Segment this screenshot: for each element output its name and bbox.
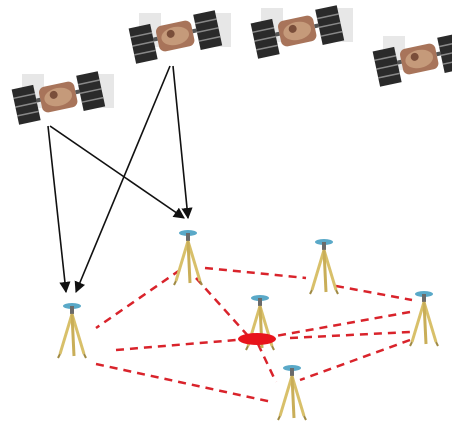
- baseline-b-a: [95, 268, 181, 330]
- tripod-receiver-icon: [308, 237, 340, 296]
- baseline-b-d: [204, 266, 307, 280]
- center-marker: [238, 333, 276, 345]
- baseline-d-e: [335, 284, 413, 302]
- signal-arrows: [47, 65, 193, 294]
- baseline-network: [95, 266, 413, 404]
- baseline-a-center: [115, 338, 237, 352]
- satellite-icon: [10, 70, 115, 126]
- tripod-receiver-icon: [276, 363, 308, 422]
- tripod-receiver-icon: [408, 289, 440, 348]
- satellite-icon: [249, 4, 354, 60]
- baseline-center-e: [289, 330, 411, 340]
- arrow-sat2-to-station-b: [172, 65, 193, 220]
- arrow-sat1-to-station-b: [49, 125, 185, 219]
- baseline-a-f: [95, 362, 273, 404]
- satellite-icon: [371, 32, 452, 88]
- arrow-sat2-to-station-a: [74, 65, 171, 294]
- tripod-receiver-icon: [56, 301, 88, 360]
- satellite-icon: [127, 9, 232, 65]
- baseline-e-center: [269, 310, 411, 339]
- baseline-e-f: [299, 338, 411, 382]
- arrow-sat1-to-station-a: [47, 125, 71, 294]
- baseline-center-f: [256, 343, 278, 383]
- baseline-b-center: [195, 277, 251, 339]
- tripod-receiver-icon: [172, 228, 204, 287]
